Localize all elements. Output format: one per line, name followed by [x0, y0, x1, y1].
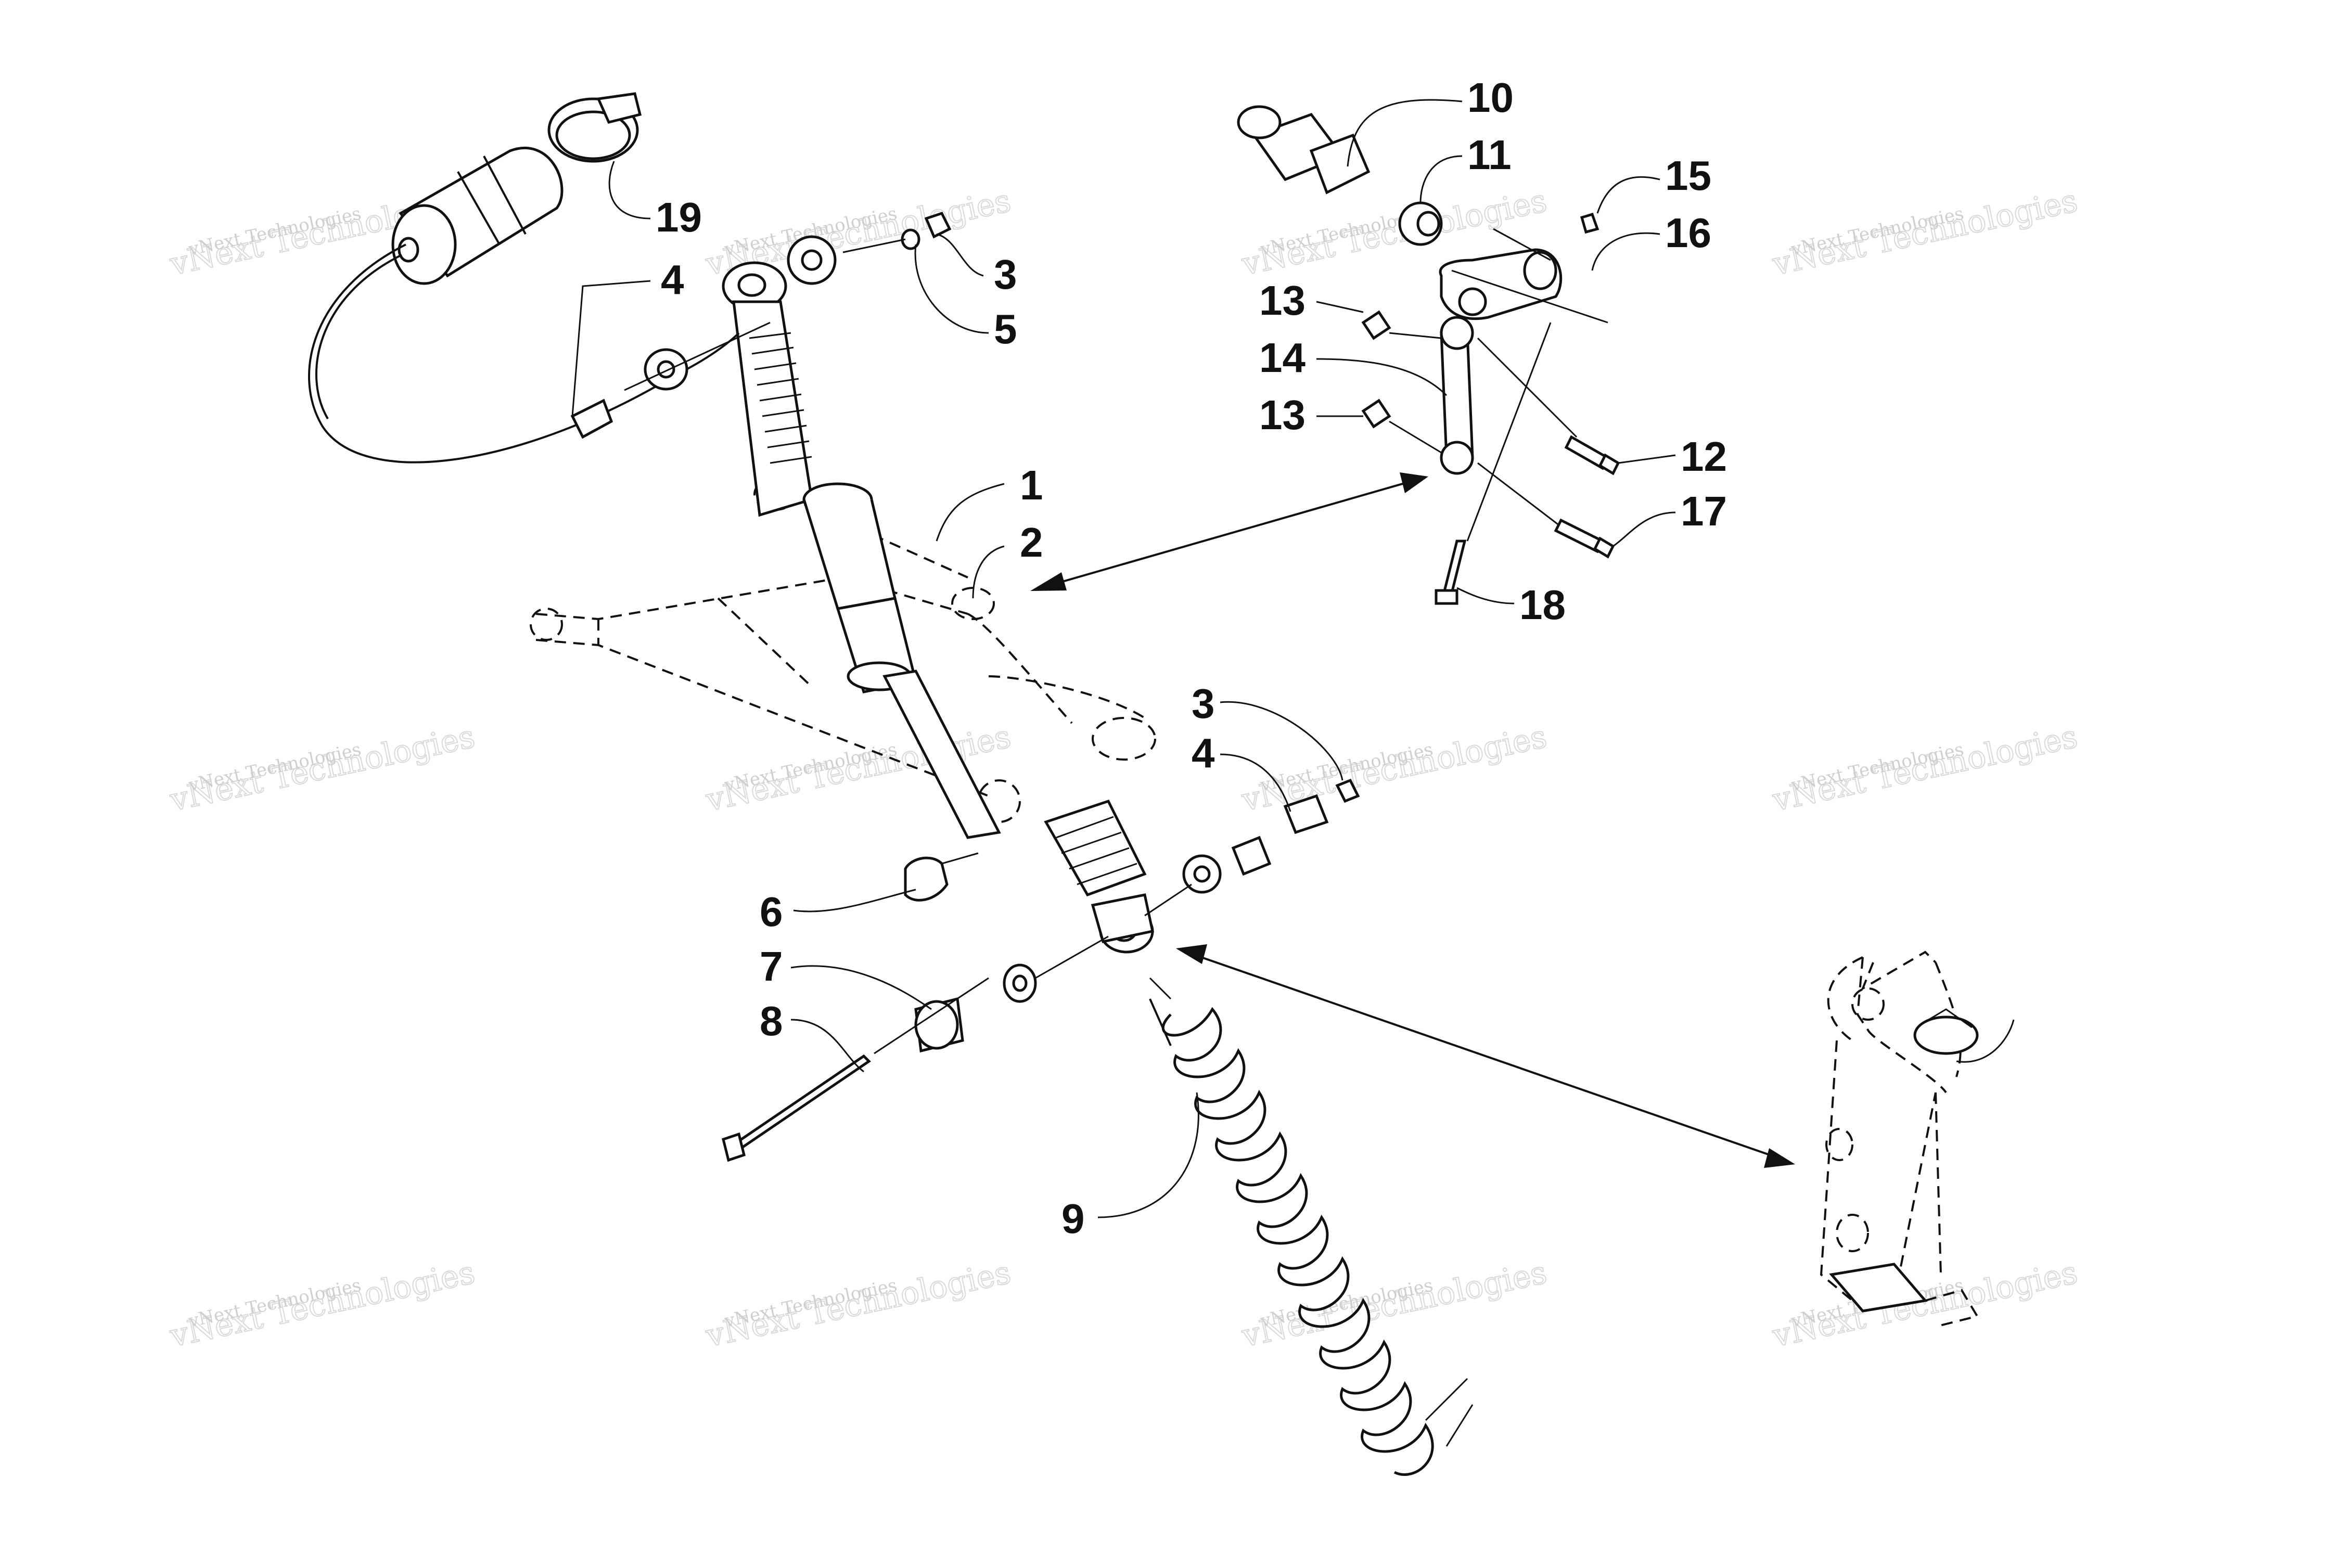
arrow-head: [1400, 472, 1428, 493]
callout-17: 17: [1681, 488, 1727, 534]
callout-19: 19: [656, 194, 702, 240]
callout-4: 4: [661, 256, 684, 303]
nut-3: [924, 211, 952, 239]
watermarks: vNext Technologies vNext Technologies vN…: [166, 182, 2081, 1355]
bushing-lower: [1231, 836, 1272, 876]
watermark: vNext Technologies vNext Technologies: [1238, 718, 1551, 819]
callout-9: 9: [1061, 1196, 1085, 1242]
watermark-script: vNext Technologies: [1769, 183, 2081, 283]
callout-14: 14: [1259, 335, 1306, 381]
arrow-head: [1764, 1148, 1795, 1168]
watermark-script: vNext Technologies: [1769, 718, 2081, 819]
shock-absorber: [722, 261, 1154, 954]
callout-3: 3: [1192, 680, 1215, 727]
callout-7: 7: [760, 943, 783, 989]
frame-bracket-reference: [1820, 950, 2015, 1328]
callout-10: 10: [1467, 74, 1514, 121]
upper-hardware: [570, 211, 952, 439]
watermark-script: vNext Technologies: [167, 1254, 478, 1355]
arrow-shaft-lower: [1186, 951, 1785, 1161]
watermark: vNext Technologies vNext Technologies: [1769, 182, 2081, 284]
bump-stop: [1044, 799, 1147, 897]
leader-lines: [571, 99, 1676, 1218]
callout-5: 5: [994, 306, 1017, 352]
watermark-script: vNext Technologies: [1769, 1254, 2081, 1355]
spring-coils: [1161, 1007, 1434, 1476]
callout-15: 15: [1665, 152, 1711, 199]
reference-arrows: [1030, 472, 1795, 1168]
linkage-assembly: [1237, 105, 1620, 605]
watermark-script: vNext Technologies: [167, 718, 478, 819]
callout-12: 12: [1681, 433, 1727, 480]
spring-9: [1149, 977, 1474, 1476]
watermark: vNext Technologies vNext Technologies: [166, 1254, 479, 1355]
cap-6: [904, 856, 949, 902]
callout-3: 3: [994, 251, 1017, 298]
arrow-shaft-upper: [1040, 478, 1421, 589]
callout-6: 6: [760, 889, 783, 935]
callout-4: 4: [1192, 730, 1215, 776]
pin-15: [1580, 212, 1599, 234]
arrow-head: [1030, 572, 1067, 591]
watermark: vNext Technologies vNext Technologies: [1769, 718, 2081, 819]
callouts: 1 2 3 3 4 4 5 6 7 8 9 10 11 12 13 13 14 …: [656, 74, 1727, 1242]
lower-hardware: [722, 778, 1360, 1162]
nut-3-lower: [1335, 778, 1360, 803]
nut-13-lower: [1361, 399, 1391, 429]
reservoir-assembly: [308, 92, 740, 464]
watermark: vNext Technologies vNext Technologies: [1769, 1254, 2081, 1355]
reservoir-hose: [308, 243, 740, 464]
arrow-head: [1176, 944, 1207, 964]
callout-13: 13: [1259, 392, 1306, 438]
callout-13: 13: [1259, 277, 1306, 324]
callout-18: 18: [1519, 582, 1566, 628]
watermark-script: vNext Technologies: [1238, 718, 1550, 819]
watermark: vNext Technologies vNext Technologies: [166, 718, 479, 819]
callout-1: 1: [1020, 462, 1043, 508]
spacer-4-lower: [1283, 794, 1329, 834]
bolt-8: [732, 1054, 871, 1152]
callout-8: 8: [760, 998, 783, 1044]
bolt-18: [1442, 539, 1467, 595]
callout-16: 16: [1665, 210, 1711, 256]
spacer-4: [570, 399, 613, 439]
watermark-script: vNext Technologies: [702, 1254, 1014, 1355]
nut-13-upper: [1361, 310, 1391, 340]
callout-2: 2: [1020, 519, 1043, 565]
callout-11: 11: [1467, 132, 1512, 178]
watermark: vNext Technologies vNext Technologies: [702, 1254, 1015, 1355]
